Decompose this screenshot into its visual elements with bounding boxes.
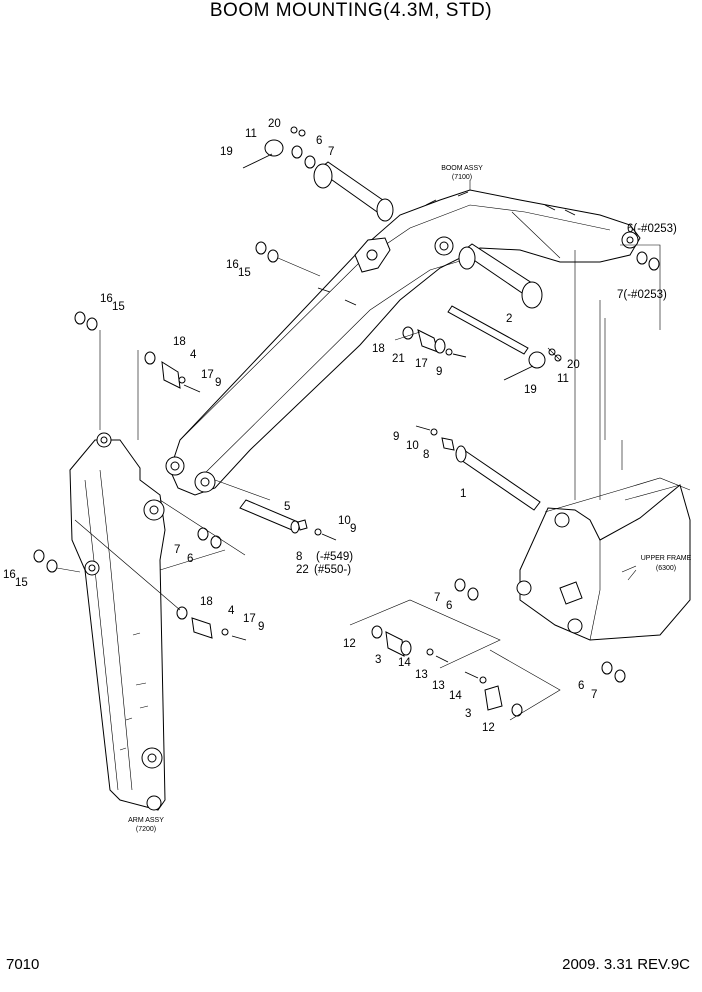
callout-7-frame-b: 7 [591, 689, 597, 701]
lower-pin-groups [349, 578, 626, 721]
callout-22: 22 [296, 564, 309, 576]
assembly-labels: BOOM ASSY (7100) ARM ASSY (7200) UPPER F… [128, 165, 692, 833]
callout-549: (-#549) [316, 551, 353, 563]
upper-frame [516, 250, 691, 641]
callout-9-pin1: 9 [393, 431, 399, 443]
arm-assembly [33, 311, 247, 811]
page-title: BOOM MOUNTING(4.3M, STD) [209, 0, 493, 21]
callout-18-mid: 18 [372, 343, 385, 355]
callout-15: 15 [238, 267, 251, 279]
callout-8-pin1: 8 [423, 449, 429, 461]
boom-assembly [165, 189, 641, 496]
callout-6-0253: 6(-#0253) [627, 223, 677, 235]
callout-1: 1 [460, 488, 466, 500]
callout-5: 5 [284, 501, 290, 513]
callout-16-lower: 16 [3, 569, 16, 581]
callout-9-pin5: 9 [350, 523, 356, 535]
boom-assy-code: (7100) [452, 174, 472, 181]
callout-19: 19 [220, 146, 233, 158]
boom-assy-label: BOOM ASSY [441, 165, 483, 172]
callout-6-frame-b: 6 [578, 680, 584, 692]
arm-assy-label: ARM ASSY [128, 817, 164, 824]
upper-pin-group [242, 126, 660, 381]
callout-9-mid: 9 [436, 366, 442, 378]
upper-frame-code: (6300) [656, 565, 676, 572]
callout-7-arm: 7 [174, 544, 180, 556]
arm-assy-code: (7200) [136, 826, 156, 833]
middle-pin-group [402, 326, 467, 358]
callout-20: 20 [268, 118, 281, 130]
callout-4-lower: 4 [228, 605, 235, 617]
callout-16-arm: 16 [100, 293, 113, 305]
callout-11-right: 11 [557, 373, 569, 385]
callout-6-frame: 6 [446, 600, 452, 612]
callout-6-arm: 6 [187, 553, 193, 565]
callout-14: 14 [398, 657, 411, 669]
callout-15-lower: 15 [15, 577, 28, 589]
callout-17-lower: 17 [243, 613, 256, 625]
callout-12-b: 12 [482, 722, 495, 734]
callout-17-mid: 17 [415, 358, 428, 370]
page-number: 7010 [6, 956, 40, 973]
callout-11: 11 [245, 128, 257, 140]
callout-3: 3 [375, 654, 381, 666]
pin-5-group [239, 499, 337, 541]
callout-18: 18 [173, 336, 186, 348]
callout-10-pin1: 10 [406, 440, 419, 452]
callout-8: 8 [296, 551, 302, 563]
callout-labels: 20 11 6 7 19 16 15 16 15 18 4 17 9 2 18 … [3, 118, 677, 734]
callout-19-right: 19 [524, 384, 537, 396]
upper-frame-label: UPPER FRAME [641, 555, 692, 562]
callout-12: 12 [343, 638, 356, 650]
callout-3-b: 3 [465, 708, 471, 720]
callout-4: 4 [190, 349, 197, 361]
callout-10: 10 [338, 515, 351, 527]
callout-20-right: 20 [567, 359, 580, 371]
pin-1-group [415, 425, 541, 511]
callout-9: 9 [215, 377, 221, 389]
leader-lines [74, 180, 661, 611]
callout-7-frame: 7 [434, 592, 440, 604]
callout-13: 13 [415, 669, 428, 681]
callout-16: 16 [226, 259, 239, 271]
callout-9-lower: 9 [258, 621, 264, 633]
callout-2: 2 [506, 313, 512, 325]
callout-7: 7 [328, 146, 334, 158]
callout-550: (#550-) [314, 564, 351, 576]
callout-17: 17 [201, 369, 214, 381]
callout-21: 21 [392, 353, 405, 365]
callout-13-b: 13 [432, 680, 445, 692]
callout-14-b: 14 [449, 690, 462, 702]
callout-6: 6 [316, 135, 322, 147]
revision-stamp: 2009. 3.31 REV.9C [562, 956, 690, 973]
callout-15-arm: 15 [112, 301, 125, 313]
callout-7-0253: 7(-#0253) [617, 289, 667, 301]
callout-18-lower: 18 [200, 596, 213, 608]
